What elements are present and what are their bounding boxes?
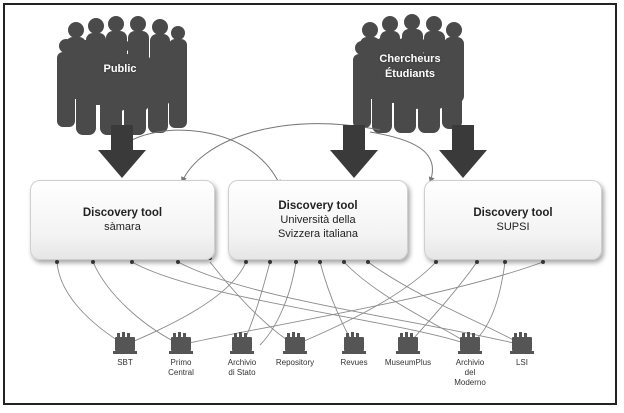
database-icon: [396, 332, 420, 354]
discovery-tool-samara[interactable]: Discovery tool sàmara: [30, 180, 215, 260]
tool-subtitle: SUPSI: [496, 221, 530, 233]
source-label-repository: Repository: [265, 358, 325, 368]
source-label-line: del: [464, 368, 476, 377]
audience-label-public: Public: [90, 62, 150, 77]
source-label-line: SBT: [117, 358, 133, 367]
source-label-lsi: LSI: [492, 358, 552, 368]
tool-subtitle: Università della: [280, 214, 356, 226]
audience-label-line: Public: [103, 63, 137, 75]
database-icon: [169, 332, 193, 354]
people-group-icon: [57, 16, 187, 135]
source-label-line: Central: [168, 368, 194, 377]
audience-label-line: Étudiants: [384, 68, 436, 80]
source-label-line: Archivio: [227, 358, 257, 367]
source-label-line: Revues: [340, 358, 368, 367]
database-icon: [283, 332, 307, 354]
source-label-line: MuseumPlus: [384, 358, 432, 367]
source-label-archivio-di-stato: Archivio di Stato: [212, 358, 272, 378]
people-group-icon: [353, 14, 464, 133]
tool-title: Discovery tool: [82, 207, 163, 219]
tool-subtitle: Svizzera italiana: [277, 228, 359, 240]
discovery-tool-supsi[interactable]: Discovery tool SUPSI: [424, 180, 602, 260]
source-label-line: Primo: [170, 358, 192, 367]
discovery-tool-usi[interactable]: Discovery tool Università della Svizzera…: [228, 180, 408, 260]
source-label-sbt: SBT: [95, 358, 155, 368]
database-icon: [458, 332, 482, 354]
database-icon: [230, 332, 254, 354]
source-label-line: LSI: [515, 358, 528, 367]
database-icon: [342, 332, 366, 354]
tool-subtitle: sàmara: [104, 221, 141, 233]
source-label-line: Repository: [275, 358, 315, 367]
tool-title: Discovery tool: [278, 200, 358, 212]
access-arrows: [98, 125, 487, 178]
tool-title: Discovery tool: [473, 207, 553, 219]
audience-label-researchers: Chercheurs Étudiants: [370, 52, 450, 82]
source-label-primo-central: Primo Central: [151, 358, 211, 378]
source-label-line: di Stato: [228, 368, 256, 377]
audience-label-line: Chercheurs: [379, 53, 441, 65]
source-label-museumplus: MuseumPlus: [378, 358, 438, 368]
database-icon: [113, 332, 137, 354]
audience-connectors: [119, 123, 435, 186]
source-label-archivio-del-moderno: Archivio del Moderno: [440, 358, 500, 388]
database-icon: [510, 332, 534, 354]
source-connectors: [56, 261, 544, 346]
source-label-line: Archivio: [455, 358, 485, 367]
source-label-revues: Revues: [324, 358, 384, 368]
source-label-line: Moderno: [454, 378, 486, 387]
